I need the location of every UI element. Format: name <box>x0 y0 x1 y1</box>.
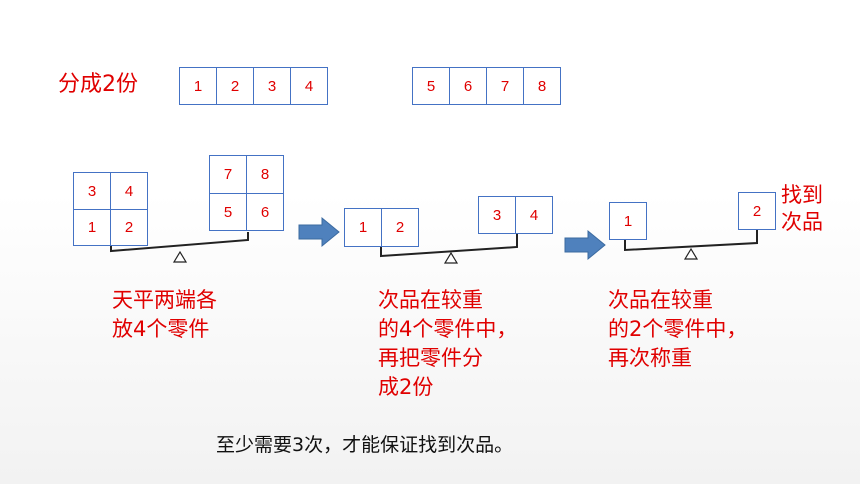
caption-line: 次品在较重 <box>608 288 713 312</box>
caption-line: 的2个零件中， <box>608 317 748 341</box>
part-box: 3 <box>73 172 111 210</box>
step2-caption: 次品在较重 的4个零件中， 再把零件分 成2份 <box>378 286 517 402</box>
part-box: 1 <box>344 208 382 247</box>
caption-line: 再把零件分 <box>378 346 483 370</box>
arrow-right-icon <box>564 229 606 261</box>
balance-2 <box>380 234 518 264</box>
found-label-line: 找到 <box>781 183 823 207</box>
part-box: 2 <box>381 208 419 247</box>
part-box: 6 <box>449 67 487 105</box>
part-box: 1 <box>73 209 111 246</box>
balance-beam <box>380 234 518 258</box>
caption-line: 天平两端各 <box>112 288 217 312</box>
found-defective-label: 找到 次品 <box>781 182 823 236</box>
part-box: 7 <box>209 155 247 194</box>
part-box: 1 <box>179 67 217 105</box>
fulcrum-icon <box>683 247 699 260</box>
caption-line: 放4个零件 <box>112 317 210 341</box>
found-label-line: 次品 <box>781 210 823 234</box>
balance-beam <box>624 230 758 252</box>
part-box: 5 <box>412 67 450 105</box>
caption-line: 再次称重 <box>608 346 692 370</box>
part-box: 4 <box>110 172 148 210</box>
fulcrum-icon <box>172 250 188 263</box>
part-box: 2 <box>738 192 776 230</box>
part-box: 6 <box>246 193 284 231</box>
part-box: 3 <box>478 196 516 234</box>
arrow-right-icon <box>298 216 340 248</box>
conclusion-text: 至少需要3次，才能保证找到次品。 <box>216 434 514 456</box>
step3-caption: 次品在较重 的2个零件中， 再次称重 <box>608 286 747 373</box>
balance-beam <box>110 232 249 253</box>
part-box: 4 <box>290 67 328 105</box>
caption-line: 次品在较重 <box>378 288 483 312</box>
part-box: 2 <box>110 209 148 246</box>
caption-line: 成2份 <box>378 375 434 399</box>
part-box: 1 <box>609 202 647 240</box>
part-box: 7 <box>486 67 524 105</box>
split-label: 分成2份 <box>58 72 138 97</box>
part-box: 8 <box>523 67 561 105</box>
caption-line: 的4个零件中， <box>378 317 518 341</box>
part-box: 5 <box>209 193 247 231</box>
fulcrum-icon <box>443 251 459 264</box>
part-box: 8 <box>246 155 284 194</box>
part-box: 3 <box>253 67 291 105</box>
step1-caption: 天平两端各 放4个零件 <box>112 286 217 344</box>
balance-3 <box>624 230 758 260</box>
part-box: 4 <box>515 196 553 234</box>
balance-1 <box>110 232 249 263</box>
